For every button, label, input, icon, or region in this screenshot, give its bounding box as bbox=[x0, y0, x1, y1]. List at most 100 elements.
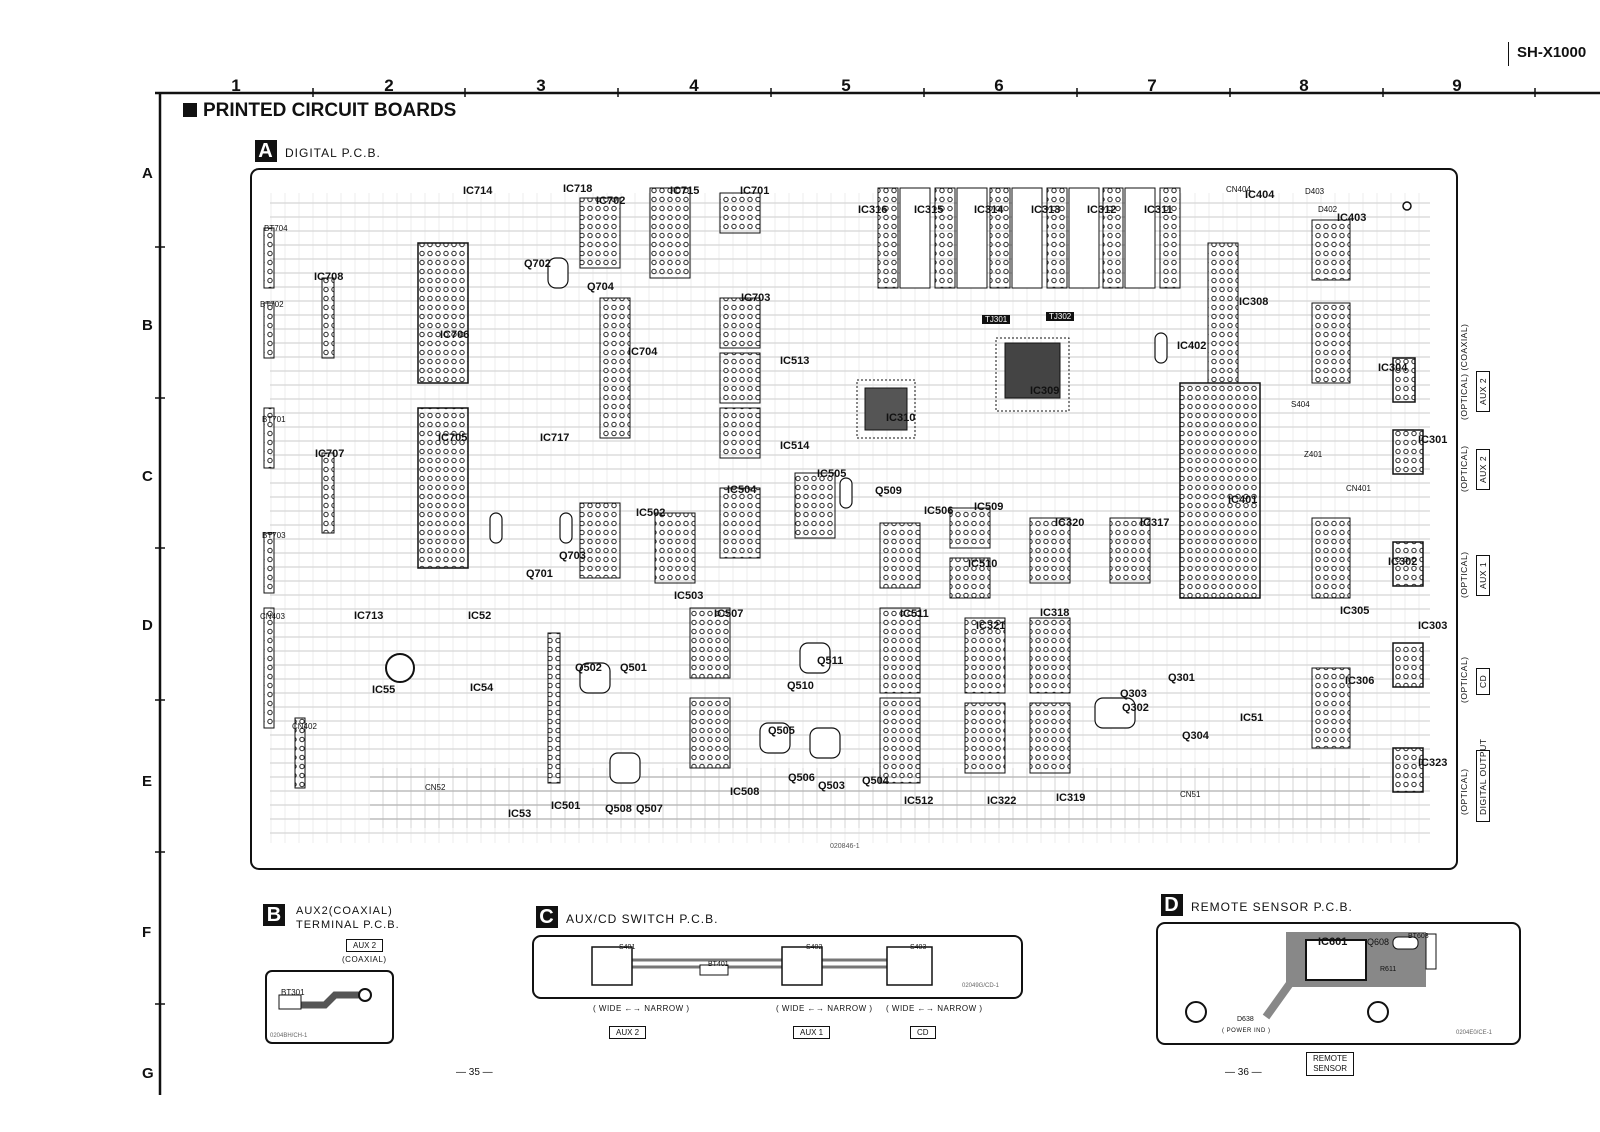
ic-label: IC305 bbox=[1340, 605, 1370, 617]
board-code: 0204E0/CE-1 bbox=[1456, 1030, 1493, 1036]
ic-label: IC707 bbox=[315, 448, 345, 460]
ic-label: IC513 bbox=[780, 355, 810, 367]
ic-label: IC322 bbox=[987, 795, 1017, 807]
ic-label: IC316 bbox=[858, 204, 888, 216]
ic-label: IC404 bbox=[1245, 189, 1275, 201]
transistor-label: Q703 bbox=[559, 550, 586, 562]
ic-label: IC512 bbox=[904, 795, 934, 807]
ic-label: IC315 bbox=[914, 204, 944, 216]
test-point-label: TJ301 bbox=[982, 315, 1011, 324]
connector-label: Z401 bbox=[1304, 450, 1323, 459]
connector-box: CD bbox=[1476, 667, 1490, 695]
aux2-box-label: AUX 2 bbox=[346, 939, 384, 952]
ic-label: IC506 bbox=[924, 505, 954, 517]
connector-box: AUX 2 bbox=[1476, 370, 1490, 412]
transistor-label: Q302 bbox=[1122, 702, 1149, 714]
switch-ref: S403 bbox=[910, 944, 927, 951]
ic-label: IC323 bbox=[1418, 757, 1448, 769]
connector-label: BT703 bbox=[262, 531, 286, 540]
transistor-label: Q501 bbox=[620, 662, 647, 674]
part-label: Q608 bbox=[1367, 937, 1390, 947]
ic-label: IC708 bbox=[314, 271, 344, 283]
ic-label: IC714 bbox=[463, 185, 493, 197]
connector-label: CN401 bbox=[1346, 484, 1371, 493]
switch-range: ( WIDE ←→ NARROW ) bbox=[776, 1004, 873, 1013]
ic-label: IC319 bbox=[1056, 792, 1086, 804]
test-point-label: TJ302 bbox=[1046, 312, 1075, 321]
column-number: 3 bbox=[536, 76, 546, 95]
ic-label: IC503 bbox=[674, 590, 704, 602]
connector-label: BT701 bbox=[262, 415, 286, 424]
ic-label: IC306 bbox=[1345, 675, 1375, 687]
ic-label: IC703 bbox=[741, 292, 771, 304]
ic-label: IC401 bbox=[1228, 494, 1258, 506]
row-letter: C bbox=[142, 468, 153, 485]
column-number: 4 bbox=[689, 76, 699, 95]
transistor-label: Q701 bbox=[526, 568, 553, 580]
ic-label: IC511 bbox=[900, 608, 929, 620]
ic-label: IC701 bbox=[740, 185, 770, 197]
row-letter: A bbox=[142, 165, 153, 182]
remote-sensor-box: REMOTE SENSOR bbox=[1306, 1052, 1355, 1076]
connector-caption: (OPTICAL) bbox=[1459, 445, 1469, 492]
transistor-label: Q507 bbox=[636, 803, 663, 815]
column-number: 5 bbox=[841, 76, 851, 95]
aux2-pcb-board: 0204BH/CH-1 bbox=[265, 970, 394, 1044]
ic-label: IC702 bbox=[596, 195, 626, 207]
transistor-label: Q506 bbox=[788, 772, 815, 784]
ic-label: IC505 bbox=[817, 468, 847, 480]
switch-box-label: CD bbox=[910, 1026, 936, 1039]
transistor-label: Q704 bbox=[587, 281, 614, 293]
ic-label: IC706 bbox=[440, 329, 470, 341]
column-number: 8 bbox=[1299, 76, 1309, 95]
ic-label: IC51 bbox=[1240, 712, 1264, 724]
ic-label: IC309 bbox=[1030, 385, 1060, 397]
connector-caption: (OPTICAL) (COAXIAL) bbox=[1459, 323, 1469, 420]
connector-label: BT702 bbox=[260, 300, 284, 309]
connector-label: CN403 bbox=[260, 612, 285, 621]
ic-label: IC502 bbox=[636, 507, 666, 519]
ic-label: IC715 bbox=[670, 185, 700, 197]
connector-label: S404 bbox=[1291, 400, 1310, 409]
connector-label: CN404 bbox=[1226, 185, 1251, 194]
transistor-label: Q504 bbox=[862, 775, 889, 787]
connector-caption: (OPTICAL) bbox=[1459, 768, 1469, 815]
connector-caption: (OPTICAL) bbox=[1459, 656, 1469, 703]
board-badge: A bbox=[255, 140, 277, 162]
row-letter: B bbox=[142, 317, 153, 334]
switch-ref: S401 bbox=[619, 944, 636, 951]
part-label: BT603 bbox=[1408, 933, 1429, 940]
transistor-label: Q508 bbox=[605, 803, 632, 815]
transistor-label: Q510 bbox=[787, 680, 814, 692]
connector-box: AUX 2 bbox=[1476, 448, 1490, 490]
ic-label: IC308 bbox=[1239, 296, 1269, 308]
switch-box-label: AUX 1 bbox=[793, 1026, 831, 1039]
switch-ref: S402 bbox=[806, 944, 823, 951]
part-label: IC601 bbox=[1318, 936, 1348, 948]
ic-label: IC717 bbox=[540, 432, 570, 444]
ic-label: IC53 bbox=[508, 808, 532, 820]
connector-box: AUX 1 bbox=[1476, 554, 1490, 596]
ic-label: IC718 bbox=[563, 183, 593, 195]
ic-label: IC310 bbox=[886, 412, 916, 424]
board-code: 02049G/CD-1 bbox=[962, 983, 1000, 989]
ic-label: IC313 bbox=[1031, 204, 1061, 216]
transistor-label: Q511 bbox=[817, 655, 844, 667]
column-number: 6 bbox=[994, 76, 1004, 95]
ic-label: IC713 bbox=[354, 610, 384, 622]
transistor-label: Q702 bbox=[524, 258, 551, 270]
transistor-label: Q503 bbox=[818, 780, 845, 792]
connector-label: CN52 bbox=[425, 783, 446, 792]
ic-label: IC311 bbox=[1144, 204, 1173, 216]
ic-label: IC705 bbox=[438, 432, 468, 444]
ic-label: IC54 bbox=[470, 682, 494, 694]
part-label: R611 bbox=[1380, 966, 1397, 973]
ic-label: IC402 bbox=[1177, 340, 1207, 352]
transistor-label: Q502 bbox=[575, 662, 602, 674]
connector-label: D402 bbox=[1318, 205, 1338, 214]
switch-range: ( WIDE ←→ NARROW ) bbox=[886, 1004, 983, 1013]
ic-label: IC314 bbox=[974, 204, 1004, 216]
board-code: 020846-1 bbox=[830, 843, 860, 850]
section-title: PRINTED CIRCUIT BOARDS bbox=[183, 100, 456, 122]
